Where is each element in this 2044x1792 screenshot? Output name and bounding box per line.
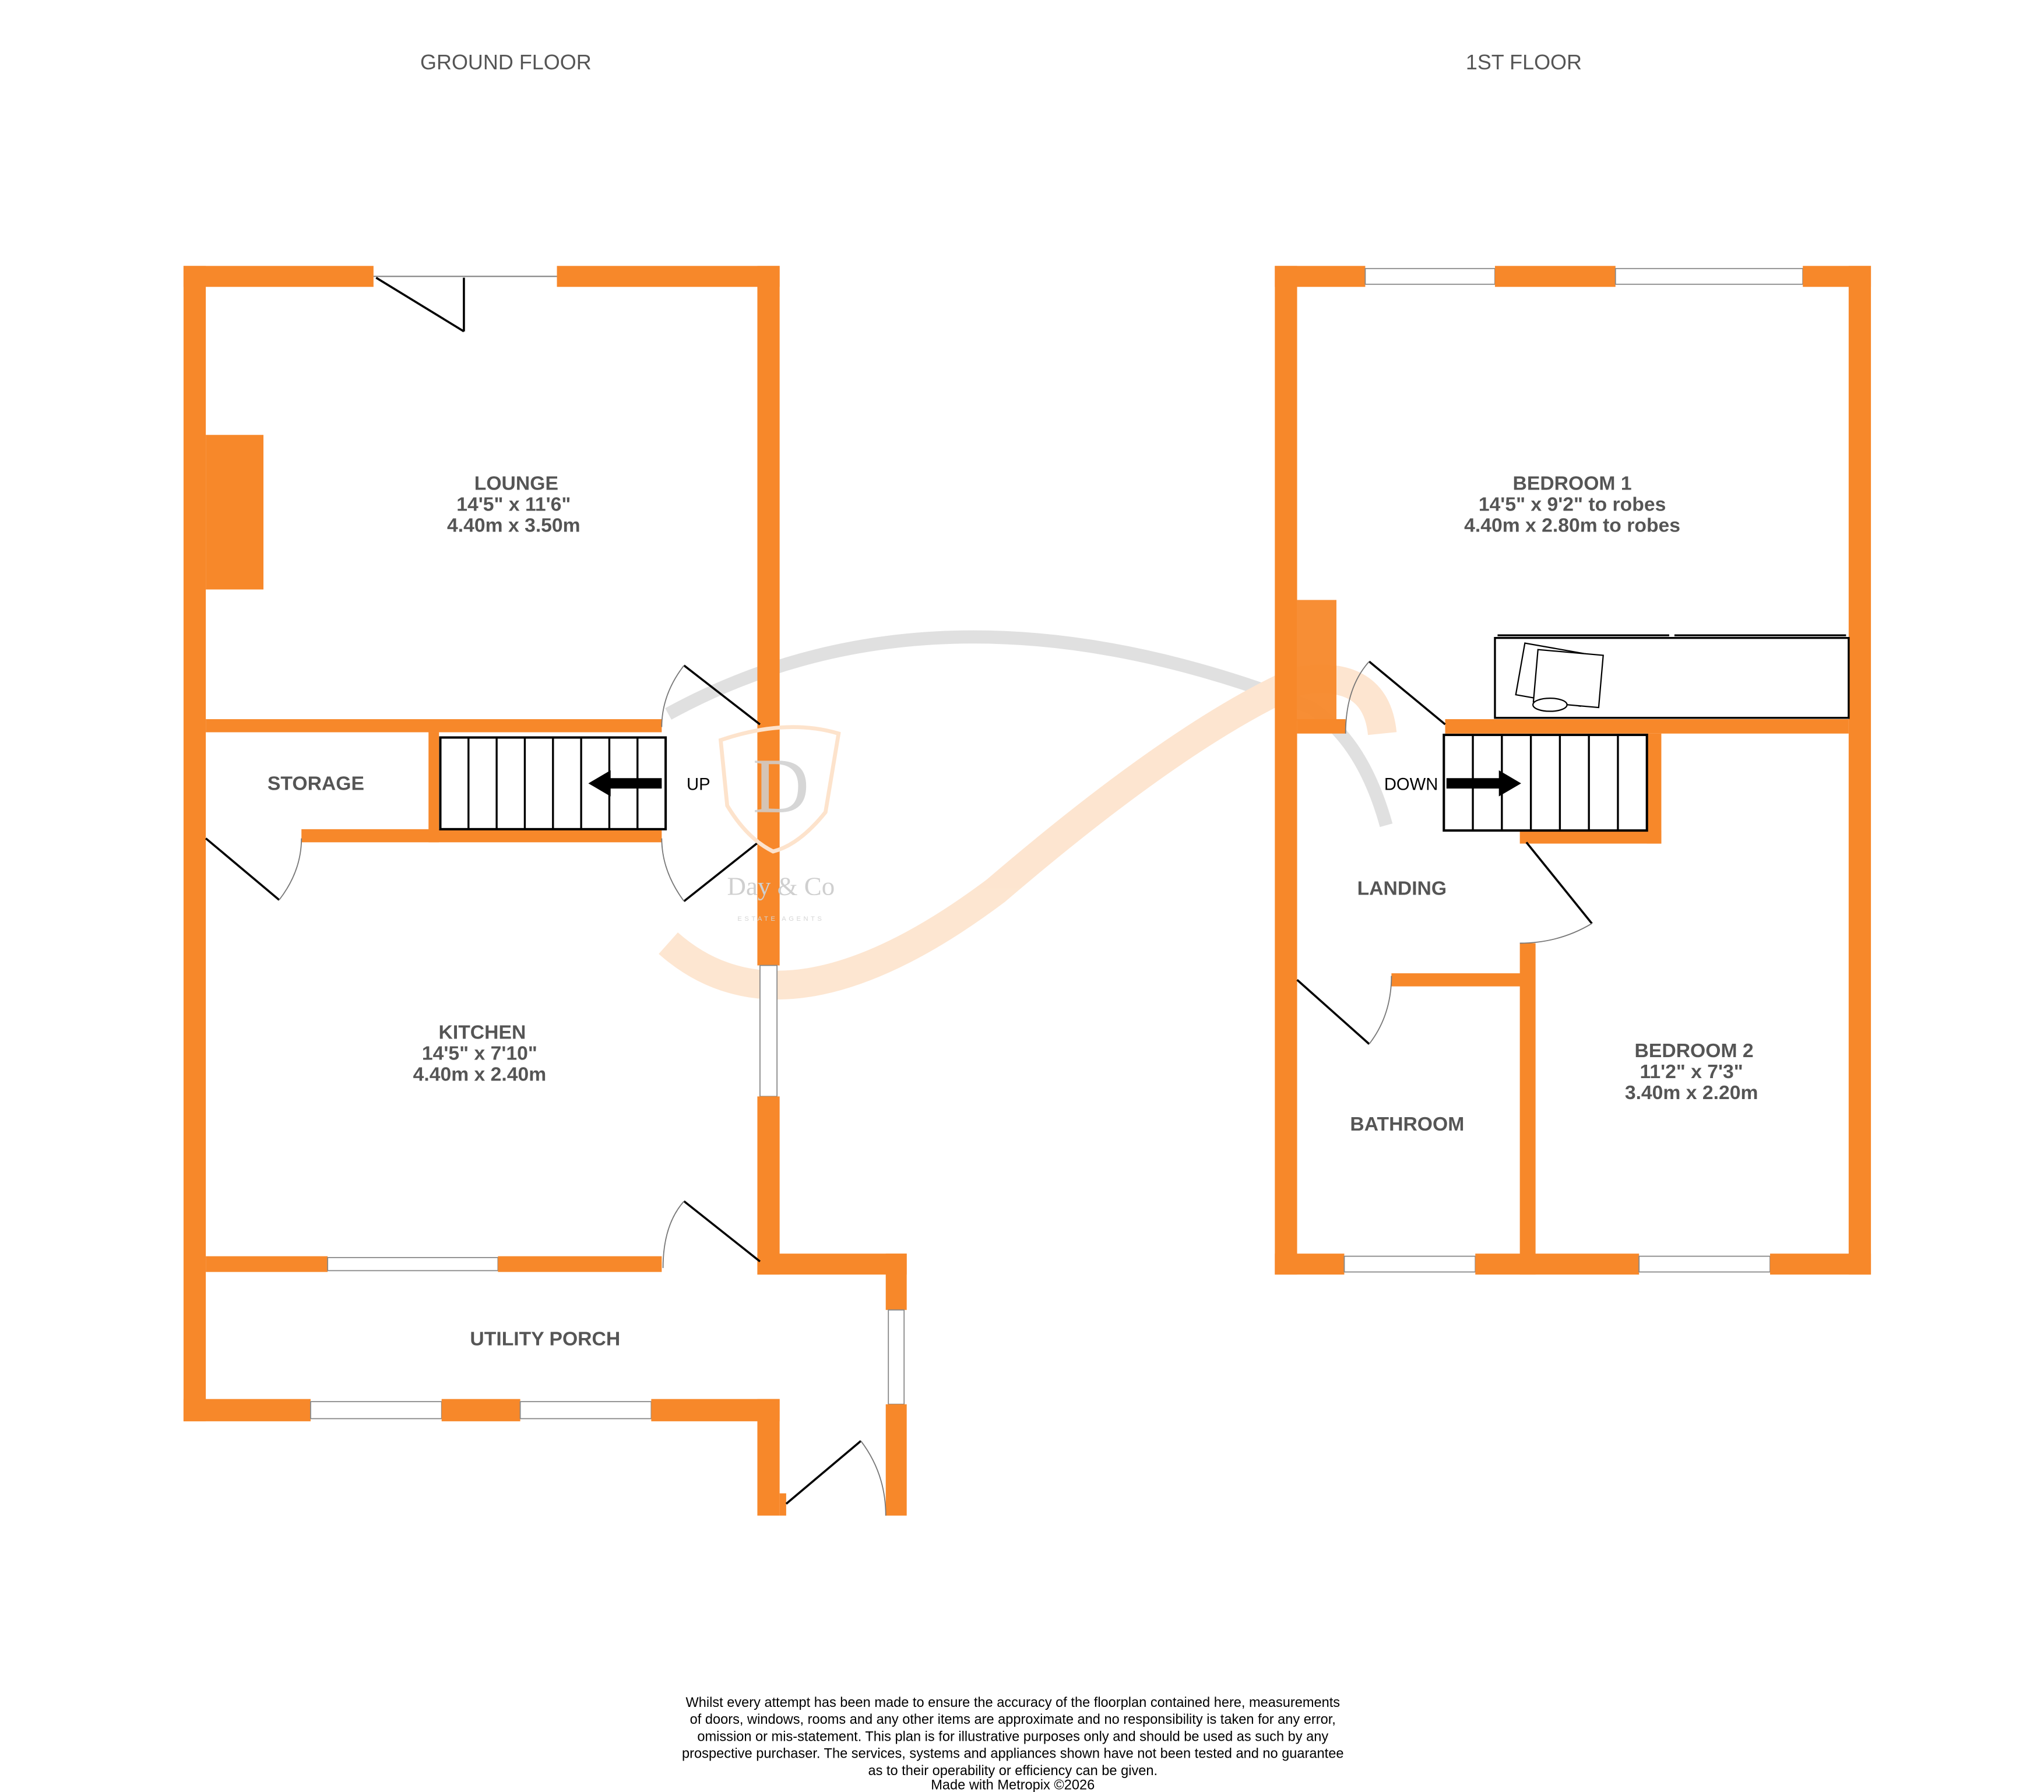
room-bedroom-2: BEDROOM 2 11'2" x 7'3" 3.40m x 2.20m xyxy=(1625,1040,1758,1104)
room-imperial: 11'2" x 7'3" xyxy=(1640,1061,1743,1083)
room-name: LOUNGE xyxy=(474,473,558,495)
ground-stairs: UP xyxy=(439,736,710,830)
stairs-down-label: DOWN xyxy=(1384,775,1438,794)
room-storage: STORAGE xyxy=(268,772,364,794)
watermark: D Day & Co ESTATE AGENTS xyxy=(718,725,841,923)
disclaimer-line: prospective purchaser. The services, sys… xyxy=(682,1747,1343,1762)
room-name: BEDROOM 1 xyxy=(1513,473,1632,495)
watermark-name: Day & Co xyxy=(727,871,835,900)
disclaimer-line: as to their operability or efficiency ca… xyxy=(868,1763,1158,1779)
wardrobe xyxy=(1494,634,1850,719)
first-floor-walls xyxy=(1275,266,1871,1275)
room-metric: 3.40m x 2.20m xyxy=(1625,1082,1758,1104)
first-stairs: DOWN xyxy=(1384,733,1648,832)
room-metric: 4.40m x 2.40m xyxy=(413,1063,547,1085)
disclaimer: Whilst every attempt has been made to en… xyxy=(682,1695,1343,1792)
room-imperial: 14'5" x 11'6" xyxy=(456,494,571,516)
room-metric: 4.40m x 2.80m to robes xyxy=(1464,515,1680,537)
room-utility-porch: UTILITY PORCH xyxy=(470,1328,620,1350)
disclaimer-line: of doors, windows, rooms and any other i… xyxy=(690,1712,1336,1727)
ground-floor-title: GROUND FLOOR xyxy=(420,50,592,74)
first-floor-doors xyxy=(1296,660,1593,1045)
ground-floor-doors xyxy=(205,277,886,1516)
watermark-logo-letter: D xyxy=(752,743,809,830)
room-bedroom-1: BEDROOM 1 14'5" x 9'2" to robes 4.40m x … xyxy=(1464,473,1680,537)
room-imperial: 14'5" x 7'10" xyxy=(422,1042,537,1064)
disclaimer-line: omission or mis-statement. This plan is … xyxy=(697,1729,1328,1744)
stairs-up-label: UP xyxy=(687,775,710,794)
watermark-shield-icon xyxy=(718,725,841,854)
room-kitchen: KITCHEN 14'5" x 7'10" 4.40m x 2.40m xyxy=(413,1022,547,1086)
first-floor-title: 1ST FLOOR xyxy=(1466,50,1582,74)
room-landing: LANDING xyxy=(1357,877,1447,899)
watermark-tagline: ESTATE AGENTS xyxy=(737,916,824,923)
clothes-icon xyxy=(1515,642,1604,712)
room-name: KITCHEN xyxy=(439,1022,526,1044)
arrow-left-icon xyxy=(588,770,662,797)
disclaimer-line: Whilst every attempt has been made to en… xyxy=(685,1695,1340,1710)
room-name: BEDROOM 2 xyxy=(1635,1040,1754,1062)
arrow-right-icon xyxy=(1446,770,1521,797)
room-metric: 4.40m x 3.50m xyxy=(447,515,581,537)
room-lounge: LOUNGE 14'5" x 11'6" 4.40m x 3.50m xyxy=(447,473,581,537)
watermark-swoosh-gray xyxy=(665,630,1393,828)
room-imperial: 14'5" x 9'2" to robes xyxy=(1479,494,1666,516)
room-bathroom: BATHROOM xyxy=(1350,1113,1464,1135)
disclaimer-credit: Made with Metropix ©2026 xyxy=(931,1778,1095,1792)
